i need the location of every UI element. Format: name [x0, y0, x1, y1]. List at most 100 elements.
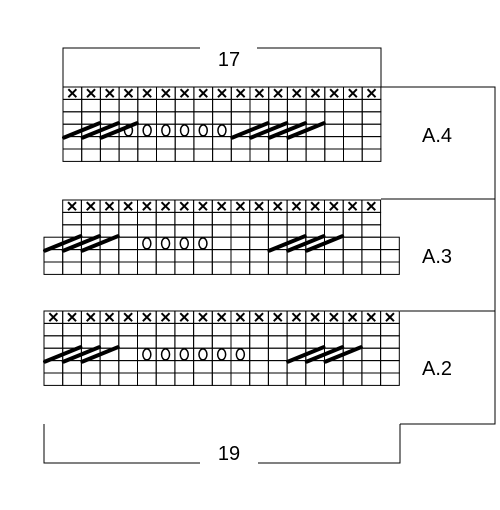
chart-cell [118, 211, 139, 226]
cross-stitch-mark [105, 88, 115, 98]
cross-stitch-mark [347, 201, 358, 211]
chart-cell [230, 347, 251, 362]
chart-cell [211, 335, 232, 349]
chart-cell [380, 249, 400, 263]
chart-cell [137, 335, 157, 349]
cross-stitch-mark [198, 201, 208, 211]
chart-cell [380, 261, 400, 275]
chart-cell [174, 249, 195, 263]
chart-cell [155, 261, 176, 275]
chart-cell [155, 372, 176, 386]
chart-cell [249, 236, 269, 251]
chart-cell [118, 249, 139, 263]
cross-stitch-mark [161, 88, 171, 98]
chart-cell [118, 335, 139, 349]
yarn-over-mark [217, 124, 227, 137]
chart-cell [156, 98, 176, 113]
chart-cell [342, 211, 363, 226]
chart-cell [99, 372, 120, 386]
cross-stitch-mark [254, 88, 265, 98]
cross-stitch-mark [123, 88, 134, 98]
cross-stitch-mark [310, 201, 320, 211]
section-label-a4: A.4 [422, 125, 452, 147]
chart-cell [211, 347, 232, 362]
cross-stitch-mark [67, 312, 77, 322]
chart-cell [137, 123, 158, 138]
chart-cell [155, 236, 176, 251]
cross-stitch-mark [104, 201, 115, 211]
chart-cell [211, 249, 232, 263]
chart-cell [118, 322, 139, 337]
chart-cell [155, 249, 176, 263]
chart-cell [193, 347, 213, 362]
chart-cell [62, 261, 82, 275]
cross-stitch-mark [347, 312, 358, 322]
cross-stitch-mark [142, 88, 152, 98]
yarn-over-mark [123, 124, 134, 137]
decrease-mark [267, 234, 307, 253]
chart-cell [324, 98, 344, 113]
chart-cell [342, 249, 363, 263]
yarn-over-mark [216, 348, 227, 361]
chart-cell [212, 98, 232, 113]
chart-cell [156, 111, 176, 125]
chart-cell [361, 224, 382, 238]
cross-stitch-mark [254, 201, 264, 211]
yarn-over-mark [198, 348, 208, 361]
chart-cell [324, 261, 344, 275]
cross-stitch-mark [310, 88, 321, 98]
decrease-mark [43, 234, 83, 253]
cross-stitch-mark [292, 88, 302, 98]
chart-cell [155, 335, 176, 349]
yarn-over-mark [142, 348, 152, 361]
chart-cell [361, 261, 382, 275]
chart-cell [118, 224, 139, 238]
chart-cell [343, 136, 363, 150]
chart-cell [118, 360, 139, 374]
chart-cell [324, 123, 344, 138]
yarn-over-mark [142, 237, 152, 250]
cross-stitch-mark [310, 312, 320, 322]
chart-cell [193, 335, 213, 349]
chart-cell [361, 136, 382, 150]
yarn-over-mark [198, 124, 208, 137]
cross-stitch-mark [86, 88, 96, 98]
chart-cell [81, 98, 101, 113]
chart-cell [156, 123, 176, 138]
bottom-width-label: 19 [218, 443, 240, 465]
cross-stitch-mark [273, 312, 283, 322]
cross-stitch-mark [86, 312, 96, 322]
chart-cell [174, 322, 195, 337]
chart-cell [267, 335, 288, 349]
chart-cell [193, 123, 214, 138]
chart-cell [380, 322, 400, 337]
chart-cell [342, 322, 363, 337]
decrease-mark [249, 121, 289, 140]
chart-cell [155, 347, 176, 362]
chart-frame [43, 47, 496, 464]
cross-stitch-mark [142, 312, 152, 322]
chart-cell [305, 136, 326, 150]
chart-cell [361, 236, 382, 251]
decrease-mark [267, 121, 308, 140]
chart-cell [211, 372, 232, 386]
chart-cell [43, 372, 64, 386]
cross-stitch-mark [348, 88, 358, 98]
chart-cell [324, 249, 344, 263]
cross-stitch-mark [48, 312, 59, 322]
chart-cell [324, 322, 344, 337]
cross-stitch-mark [179, 88, 190, 98]
chart-cell [268, 148, 288, 162]
chart-cell [324, 211, 344, 226]
chart-cell [286, 211, 307, 226]
chart-cell [230, 249, 251, 263]
chart-cell [137, 211, 157, 226]
chart-cell [99, 98, 120, 113]
cross-stitch-mark [273, 201, 283, 211]
cross-stitch-mark [216, 201, 227, 211]
chart-cell [286, 322, 307, 337]
chart-cell [174, 123, 195, 138]
chart-cell [193, 236, 213, 251]
chart-cell [43, 261, 64, 275]
chart-cell [380, 360, 400, 374]
